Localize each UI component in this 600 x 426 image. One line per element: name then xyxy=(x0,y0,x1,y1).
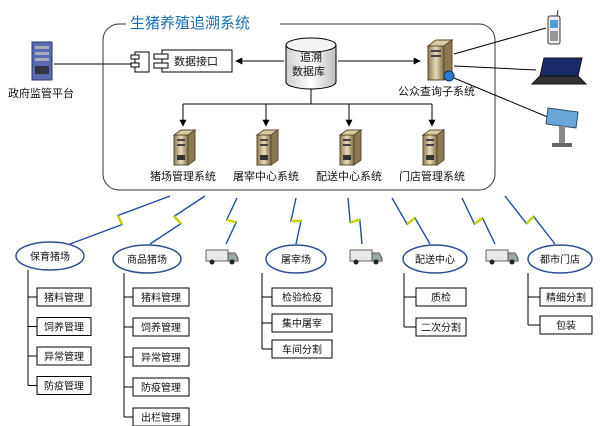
site-item-label: 饲养管理 xyxy=(44,321,84,334)
subsystem-label-3: 门店管理系统 xyxy=(399,169,465,183)
site-node xyxy=(112,244,182,274)
wireless-link-icon xyxy=(149,195,206,245)
server-icon xyxy=(172,129,197,166)
site-item-label: 车间分割 xyxy=(282,343,322,356)
public-query-label: 公众查询子系统 xyxy=(398,84,475,98)
subsystem-label-1: 屠宰中心系统 xyxy=(233,169,299,183)
truck-icon xyxy=(205,249,239,265)
site-item-label: 防疫管理 xyxy=(44,380,84,393)
wireless-link-icon xyxy=(504,195,556,245)
data-interface-box: 数据接口 xyxy=(153,49,233,73)
database-label-1: 追溯 xyxy=(300,50,322,64)
site-item-label: 精细分割 xyxy=(546,291,586,304)
site-node xyxy=(15,241,85,271)
site-item-label: 异常管理 xyxy=(141,351,181,364)
gov-platform-label: 政府监管平台 xyxy=(8,86,74,100)
site-item-label: 出栏管理 xyxy=(141,411,181,424)
wireless-link-icon xyxy=(391,197,431,245)
site-item-box xyxy=(36,376,92,395)
site-node xyxy=(527,244,593,274)
site-item-box xyxy=(132,407,190,426)
server-icon xyxy=(255,129,280,166)
system-title: 生猪养殖追溯系统 xyxy=(130,14,250,32)
wireless-link-icon xyxy=(461,197,496,245)
site-item-label: 质检 xyxy=(431,291,451,304)
wireless-link-icon xyxy=(225,197,238,245)
site-name: 都市门店 xyxy=(540,253,580,266)
subsystem-label-2: 配送中心系统 xyxy=(316,169,382,183)
mobile-phone-icon xyxy=(547,9,561,45)
site-item-box xyxy=(132,347,190,367)
site-node xyxy=(402,244,468,274)
site-item-label: 异常管理 xyxy=(44,350,84,363)
site-item-box xyxy=(132,287,190,307)
laptop-icon xyxy=(530,57,588,85)
site-item-box xyxy=(415,317,467,337)
wireless-link-icon xyxy=(69,195,171,245)
gov-server-icon xyxy=(31,41,53,81)
wireless-link-icon xyxy=(290,197,302,245)
site-item-label: 猪料管理 xyxy=(44,291,84,304)
truck-icon xyxy=(485,249,519,265)
database-icon xyxy=(285,37,337,90)
site-item-label: 二次分割 xyxy=(421,321,461,334)
site-item-box xyxy=(36,346,92,366)
server-icon xyxy=(421,129,446,166)
subsystem-label-0: 猪场管理系统 xyxy=(150,169,216,183)
site-name: 商品猪场 xyxy=(127,253,167,266)
site-item-box xyxy=(132,377,190,397)
site-item-box xyxy=(271,313,333,333)
system-frame xyxy=(102,23,496,191)
database-label-2: 数据库 xyxy=(292,64,325,78)
site-item-label: 饲养管理 xyxy=(141,321,181,334)
component-icon xyxy=(130,51,150,73)
wireless-link-icon xyxy=(347,197,363,245)
site-item-box xyxy=(36,287,92,307)
site-item-box xyxy=(415,287,467,307)
site-item-box xyxy=(132,317,190,337)
site-item-box xyxy=(271,287,333,307)
site-item-label: 包装 xyxy=(556,319,576,332)
public-query-server-icon xyxy=(426,39,455,82)
site-name: 屠宰场 xyxy=(281,253,311,266)
site-item-label: 检验检疫 xyxy=(282,291,322,304)
site-item-label: 集中屠宰 xyxy=(282,317,322,330)
site-item-label: 猪料管理 xyxy=(141,291,181,304)
site-item-box xyxy=(36,317,92,336)
site-name: 配送中心 xyxy=(415,253,455,266)
truck-icon xyxy=(349,249,383,265)
site-item-box xyxy=(271,339,333,359)
data-interface-label: 数据接口 xyxy=(174,54,218,68)
site-item-box xyxy=(539,315,593,335)
site-node xyxy=(265,244,327,274)
site-item-box xyxy=(539,287,593,307)
kiosk-icon xyxy=(545,107,579,147)
site-item-label: 防疫管理 xyxy=(141,381,181,394)
site-name: 保育猪场 xyxy=(30,250,70,263)
server-icon xyxy=(338,129,363,166)
